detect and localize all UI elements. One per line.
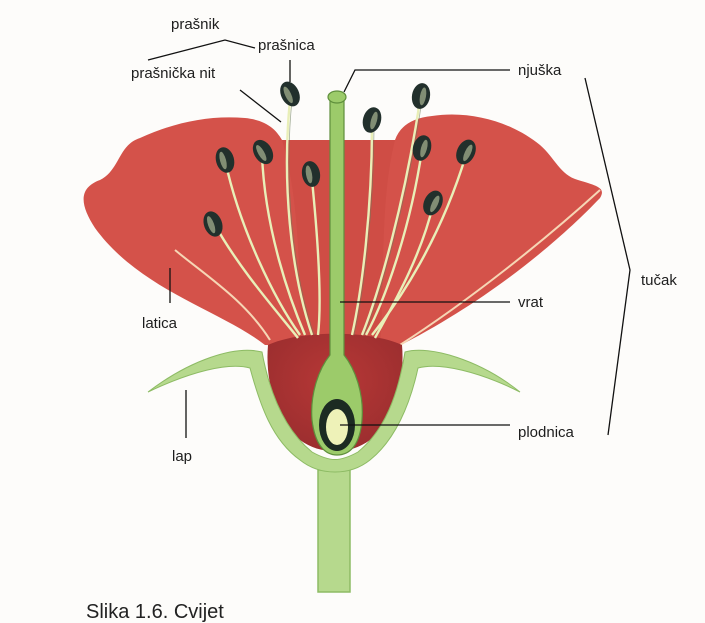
label-plodnica: plodnica — [518, 424, 574, 441]
label-tucak: tučak — [641, 272, 677, 289]
anthers — [203, 81, 476, 237]
prasnicka-nit-line — [239, 89, 282, 123]
stamen-filament-shadows — [288, 99, 423, 336]
label-lap: lap — [172, 448, 193, 465]
petal-edge-right — [399, 189, 601, 346]
njuska-line — [343, 69, 510, 93]
leader-lines — [147, 39, 631, 438]
ovule — [326, 409, 348, 445]
petal-edge-left — [174, 249, 271, 341]
sepal — [147, 349, 521, 473]
label-prasnik: prašnik — [171, 16, 220, 33]
label-prasnicka-nit: prašnička nit — [131, 65, 216, 82]
flower-stalk — [317, 469, 351, 593]
label-njuska: njuška — [518, 62, 562, 79]
stamen-filaments — [213, 99, 468, 339]
prasnik-bracket — [147, 39, 256, 61]
pistil-style — [311, 99, 363, 456]
label-prasnica: prašnica — [258, 37, 315, 54]
figure-caption: Slika 1.6. Cvijet — [86, 601, 224, 623]
tucak-brace — [584, 77, 631, 436]
label-latica: latica — [142, 315, 178, 332]
label-vrat: vrat — [518, 294, 544, 311]
stigma — [327, 90, 347, 104]
